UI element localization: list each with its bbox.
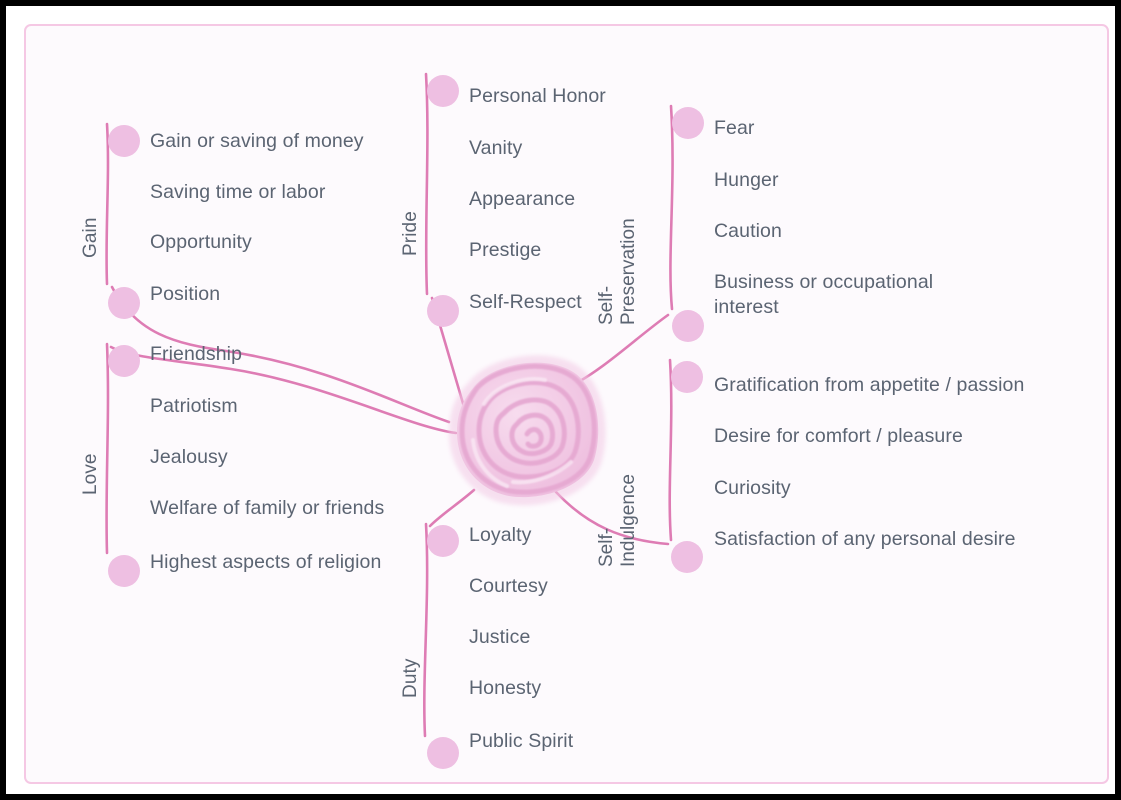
item-personal-honor: Personal Honor — [469, 85, 606, 107]
connector-layer — [105, 72, 704, 769]
item-saving-time-or-labor: Saving time or labor — [150, 181, 326, 203]
branch-label-gain: Gain — [80, 217, 101, 258]
item-fear: Fear — [714, 117, 755, 139]
center-highlights — [471, 377, 573, 488]
connector-self-indulgence — [554, 490, 670, 546]
branch-label-self-preservation: Self- Preservation — [596, 218, 640, 325]
item-desire-for-comfort-pleasure: Desire for comfort / pleasure — [714, 425, 963, 447]
item-patriotism: Patriotism — [150, 395, 238, 417]
node-pride-bottom — [427, 295, 459, 327]
node-duty-bottom — [427, 737, 459, 769]
item-gain-or-saving-of-money: Gain or saving of money — [150, 130, 364, 152]
item-appearance: Appearance — [469, 188, 576, 210]
branch-nodes[interactable] — [108, 75, 704, 769]
item-hunger: Hunger — [714, 169, 779, 191]
spine-self-preservation — [669, 104, 674, 311]
connector-love — [109, 345, 458, 435]
branch-spines — [105, 72, 674, 738]
item-justice: Justice — [469, 626, 531, 648]
node-self-indulgence-bottom — [671, 541, 703, 573]
page-surface: Gain Love Pride Self- Preservation Self-… — [6, 6, 1115, 794]
node-gain-top — [108, 125, 140, 157]
node-duty-top — [427, 525, 459, 557]
item-caution: Caution — [714, 220, 782, 242]
item-friendship: Friendship — [150, 343, 243, 365]
connector-duty — [428, 488, 476, 528]
item-vanity: Vanity — [469, 137, 523, 159]
spine-duty — [423, 522, 429, 738]
item-curiosity: Curiosity — [714, 477, 791, 499]
item-courtesy: Courtesy — [469, 575, 548, 597]
node-self-preservation-bottom — [672, 310, 704, 342]
spine-self-indulgence — [668, 358, 673, 542]
item-opportunity: Opportunity — [150, 231, 252, 253]
node-self-indulgence-top — [671, 361, 703, 393]
node-pride-top — [427, 75, 459, 107]
node-gain-bottom — [108, 287, 140, 319]
mindmap-canvas: Gain Love Pride Self- Preservation Self-… — [24, 24, 1109, 784]
node-love-bottom — [108, 555, 140, 587]
item-self-respect: Self-Respect — [469, 291, 582, 313]
branch-label-self-indulgence: Self- Indulgence — [596, 474, 640, 567]
item-honesty: Honesty — [469, 677, 542, 699]
branch-label-self-preservation-line2: Preservation — [618, 218, 639, 325]
item-business-or-occupational-interest: Business or occupational interest — [714, 271, 934, 318]
branch-label-love: Love — [80, 453, 101, 495]
item-public-spirit: Public Spirit — [469, 730, 574, 752]
branch-label-duty: Duty — [400, 658, 421, 698]
item-welfare-of-family-or-friends: Welfare of family or friends — [150, 497, 385, 519]
item-prestige: Prestige — [469, 239, 542, 261]
branch-label-self-indulgence-line2: Indulgence — [618, 474, 639, 567]
item-position: Position — [150, 283, 221, 305]
spine-gain — [105, 122, 110, 286]
node-love-top — [108, 345, 140, 377]
item-satisfaction-of-any-personal-desire: Satisfaction of any personal desire — [714, 528, 1016, 550]
spine-pride — [424, 72, 429, 296]
spine-love — [105, 342, 110, 555]
branch-label-self-preservation-line1: Self- — [596, 285, 617, 325]
branch-label-self-indulgence-line1: Self- — [596, 527, 617, 567]
item-loyalty: Loyalty — [469, 524, 532, 546]
item-highest-aspects-of-religion: Highest aspects of religion — [150, 551, 382, 573]
branch-label-pride: Pride — [400, 211, 421, 256]
item-jealousy: Jealousy — [150, 446, 228, 468]
node-self-preservation-top — [672, 107, 704, 139]
center-spiral-node[interactable] — [449, 355, 606, 506]
connector-gain — [110, 285, 451, 424]
item-gratification-from-appetite-passion: Gratification from appetite / passion — [714, 374, 1025, 396]
